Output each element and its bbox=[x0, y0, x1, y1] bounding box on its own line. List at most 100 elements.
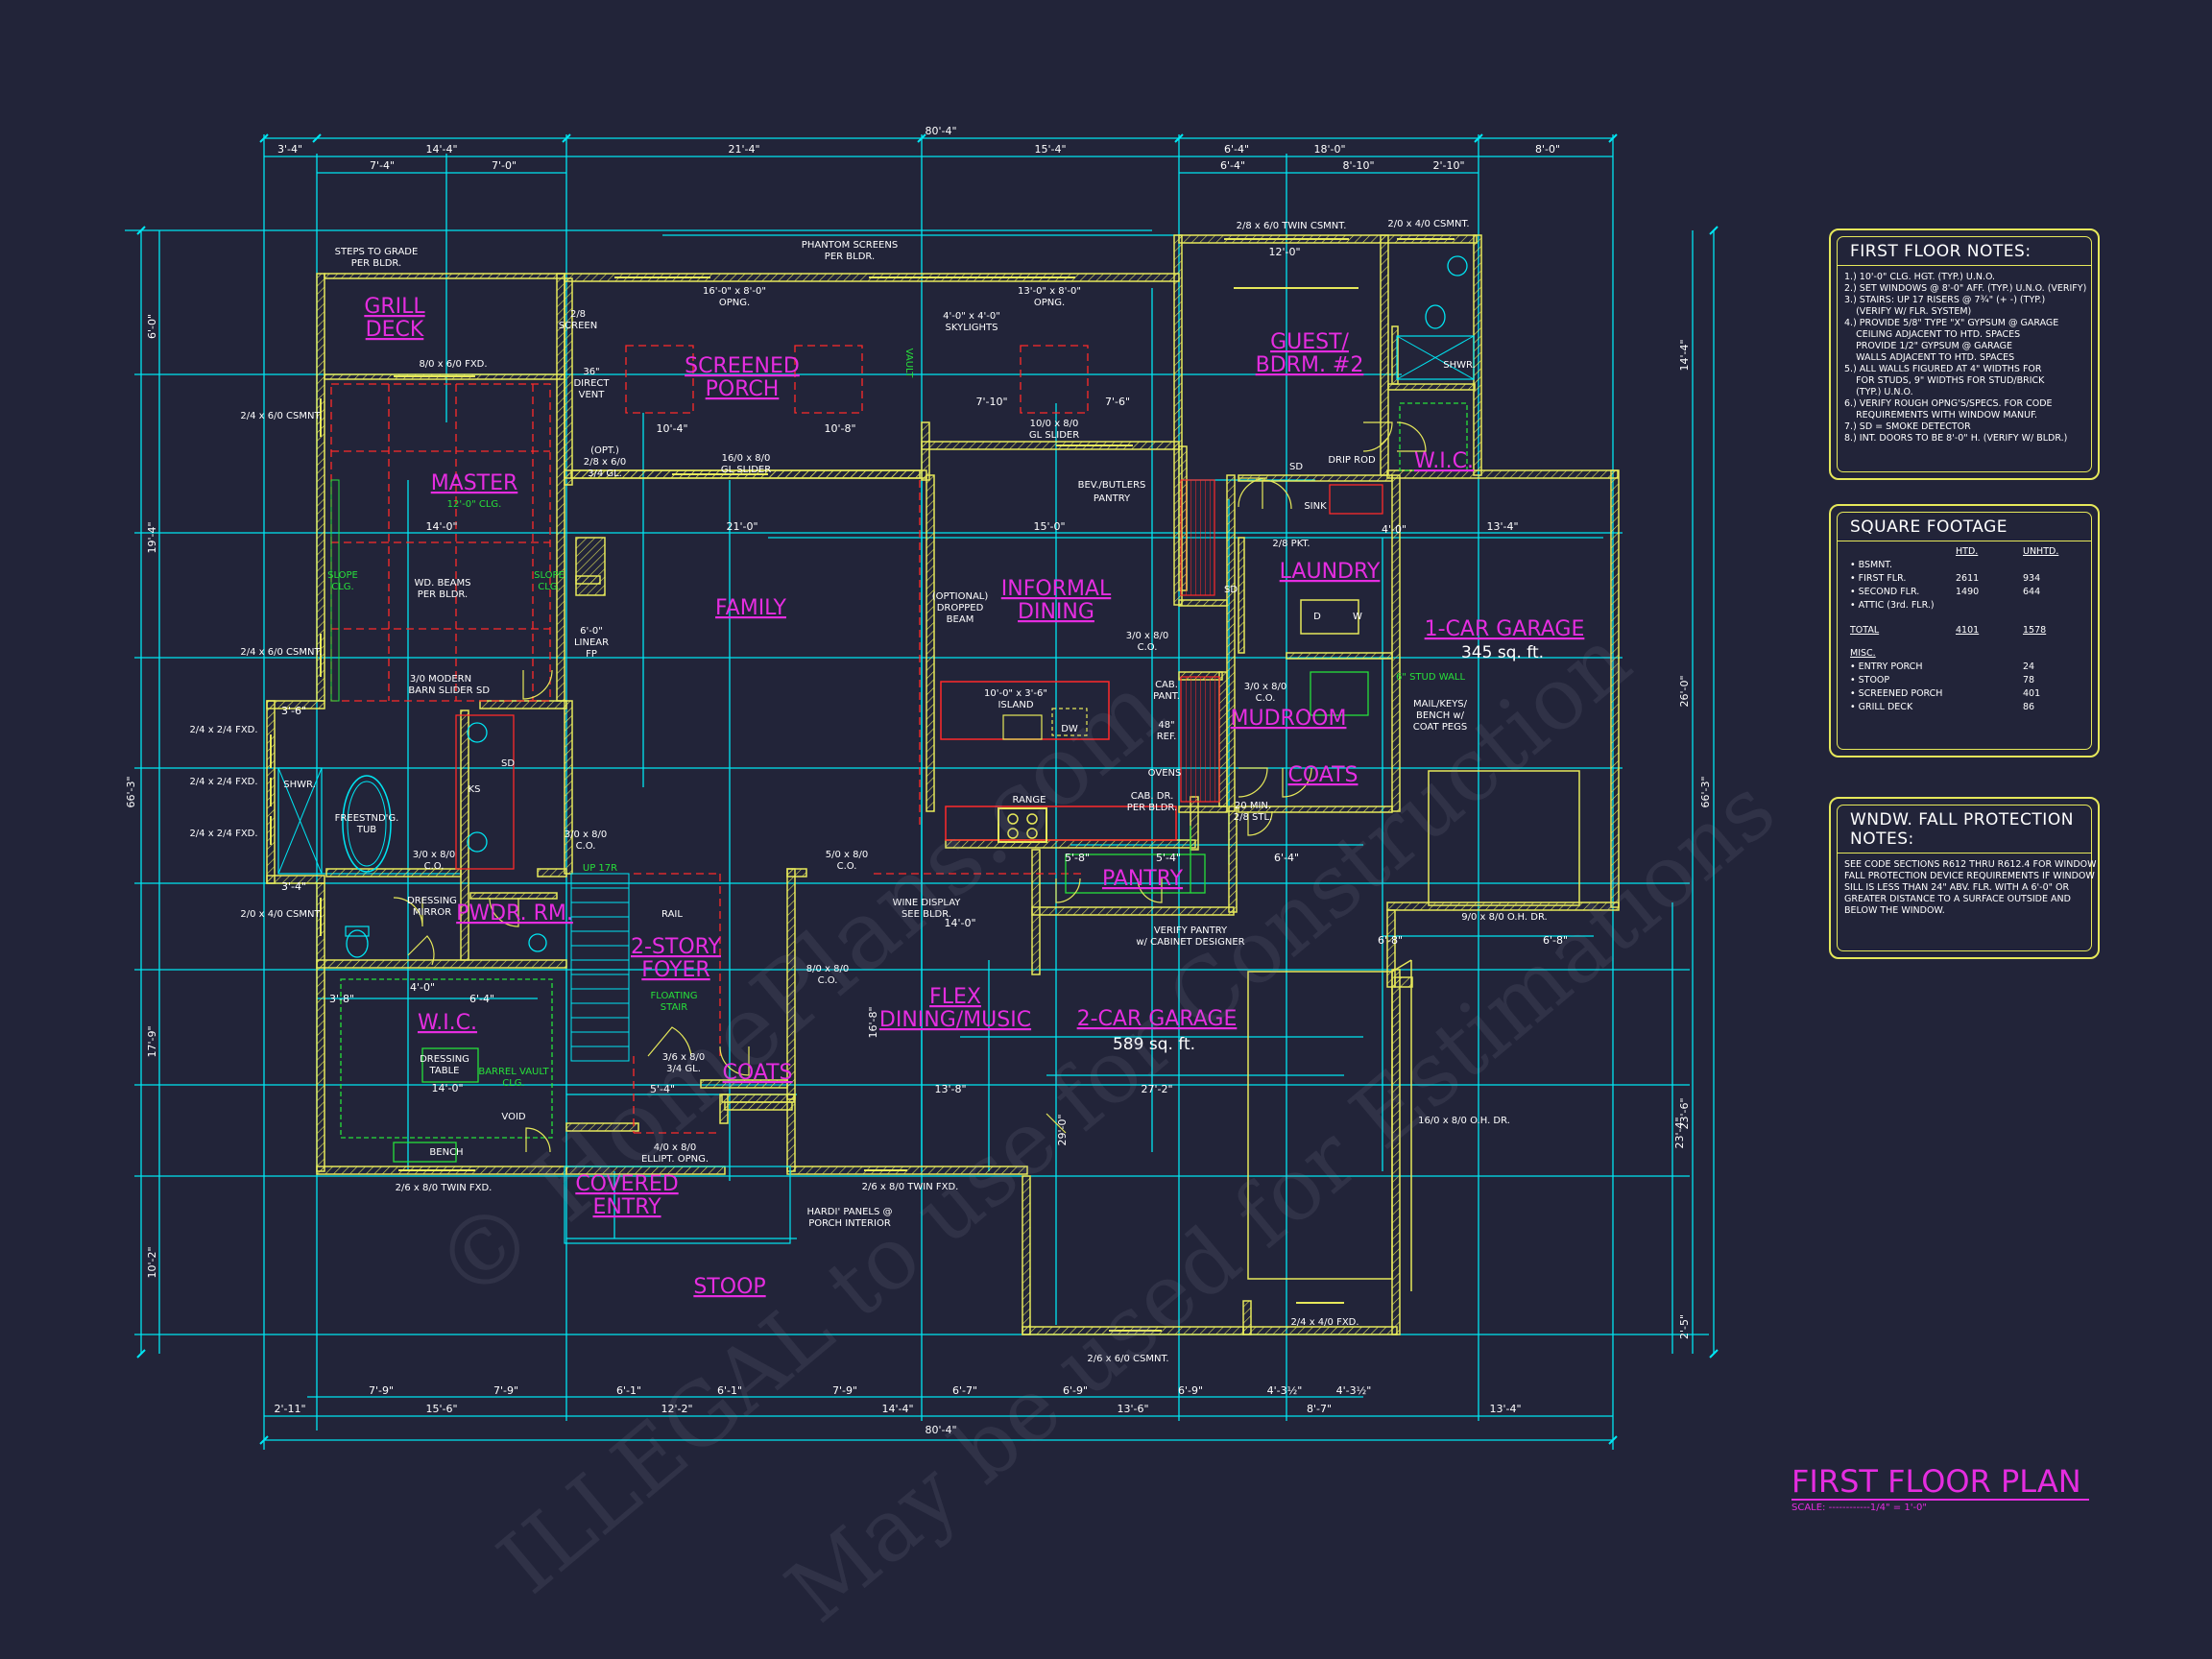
linear-fireplace-note-line-1: 6'-0" bbox=[580, 626, 603, 637]
sqft-misc-3-col-2 bbox=[1956, 687, 2023, 701]
sqft-row-3-col-3: 644 bbox=[2023, 587, 2041, 597]
cased-opening-flex-2-line-2: C.O. bbox=[818, 975, 838, 986]
window-fall-notes-title: WNDW. FALL PROTECTION NOTES: bbox=[1837, 805, 2092, 854]
room-informal-dining-line-2: DINING bbox=[1018, 600, 1094, 624]
sqft-row-1: • BSMNT. bbox=[1850, 559, 2079, 572]
dim-interior-4: 13'-4" bbox=[1486, 520, 1518, 533]
gl-slider-dining-line-2: GL SLIDER bbox=[1029, 430, 1079, 441]
direct-vent-note-line-1: 36" bbox=[583, 367, 599, 377]
sqft-row-1-col-1: • BSMNT. bbox=[1850, 560, 1893, 570]
floor-note-8: WALLS ADJACENT TO HTD. SPACES bbox=[1844, 352, 2015, 363]
fixed-bath-2: 2/4 x 2/4 FXD. bbox=[189, 777, 257, 787]
cased-opening-dining-line-1: 3/0 x 8/0 bbox=[1126, 631, 1168, 641]
dim-interior-8: 7'-10" bbox=[975, 396, 1007, 408]
dim-bottom-total: 80'-4" bbox=[925, 1424, 956, 1436]
room-guest-bedroom-line-1: GUEST/ bbox=[1270, 330, 1349, 354]
dim-interior-9: 7'-6" bbox=[1105, 396, 1130, 408]
dressing-mirror-label-line-1: DRESSING bbox=[407, 896, 457, 906]
gl-slider-family-line-2: GL SLIDER bbox=[721, 465, 771, 475]
kitchen-counters bbox=[945, 805, 1177, 841]
dim-top2-2: 7'-0" bbox=[492, 159, 517, 172]
dim-bottom-1: 2'-11" bbox=[274, 1403, 305, 1415]
room-master: MASTER bbox=[431, 471, 518, 495]
overhead-door-one-car: 9/0 x 8/0 O.H. DR. bbox=[1461, 912, 1547, 923]
mail-keys-bench-note-line-3: COAT PEGS bbox=[1413, 722, 1467, 733]
slope-ceiling-left-line-2: CLG. bbox=[331, 582, 353, 592]
sqft-header-col-2: HTD. bbox=[1956, 546, 1979, 557]
room-pantry: PANTRY bbox=[1102, 867, 1184, 891]
sqft-row-1-col-2 bbox=[1956, 559, 2023, 572]
dim-top-1: 3'-4" bbox=[277, 143, 302, 156]
room-master-wic: W.I.C. bbox=[418, 1011, 477, 1035]
dim-interior-22: 3'-8" bbox=[329, 993, 354, 1005]
sqft-misc-title-col-2 bbox=[1956, 647, 2023, 661]
pocket-door-note: 2/8 PKT. bbox=[1272, 539, 1310, 549]
bench-label: BENCH bbox=[429, 1147, 463, 1158]
dim-interior-24: 5'-4" bbox=[650, 1083, 675, 1095]
cased-opening-flex-line-1: 5/0 x 8/0 bbox=[826, 850, 868, 860]
cased-opening-bath-line-2: C.O. bbox=[424, 861, 445, 872]
opening-13-note-line-2: OPNG. bbox=[1034, 298, 1065, 308]
door-swings bbox=[393, 421, 1427, 1153]
sqft-header-col-3: UNHTD. bbox=[2023, 546, 2059, 557]
island-note-line-1: 10'-0" x 3'-6" bbox=[984, 688, 1047, 699]
floor-note-14: 7.) SD = SMOKE DETECTOR bbox=[1844, 421, 1971, 432]
twin-casement-top: 2/8 x 6/0 TWIN CSMNT. bbox=[1237, 221, 1347, 231]
fire-door-note-line-2: 2/8 STL. bbox=[1234, 812, 1272, 823]
sqft-row-4: • ATTIC (3rd. FLR.) bbox=[1850, 599, 2079, 613]
dim-left-3: 17'-9" bbox=[146, 1025, 158, 1057]
dim-right-1: 14'-4" bbox=[1678, 339, 1691, 371]
gl-slider-dining-line-1: 10/0 x 8/0 bbox=[1030, 419, 1079, 429]
window-note-3: SILL IS LESS THAN 24" ABV. FLR. WITH A 6… bbox=[1844, 882, 2070, 893]
window-note-4: GREATER DISTANCE TO A SURFACE OUTSIDE AN… bbox=[1844, 894, 2071, 904]
dim-interior-16: 6'-8" bbox=[1378, 934, 1403, 947]
dim-bottom-4: 14'-4" bbox=[881, 1403, 913, 1415]
verify-pantry-note-line-1: VERIFY PANTRY bbox=[1154, 926, 1228, 936]
dim-top2-4: 8'-10" bbox=[1342, 159, 1374, 172]
dim-bottom-6: 8'-7" bbox=[1307, 1403, 1332, 1415]
dim-left-1: 6'-0" bbox=[146, 314, 158, 339]
sqft-misc-2-col-3: 78 bbox=[2023, 675, 2035, 685]
steps-note-line-1: STEPS TO GRADE bbox=[335, 247, 419, 257]
ks-label: KS bbox=[469, 784, 481, 795]
room-informal-dining-line-1: INFORMAL bbox=[1001, 577, 1112, 601]
room-coats-foyer: COATS bbox=[722, 1061, 792, 1085]
dim-interior-2: 21'-0" bbox=[726, 520, 757, 533]
mail-keys-bench-note-line-2: BENCH w/ bbox=[1416, 710, 1465, 721]
stairs bbox=[570, 873, 630, 1062]
sqft-total-col-3: 1578 bbox=[2023, 625, 2047, 636]
vault-note: VAULT bbox=[903, 349, 914, 379]
drawing-scale: SCALE: ------------1/4" = 1'-0" bbox=[1791, 1503, 1928, 1513]
room-grill-deck-line-1: GRILL bbox=[364, 295, 425, 319]
dim-bottom2-5: 7'-9" bbox=[832, 1384, 857, 1397]
dim-right-total: 66'-3" bbox=[1699, 776, 1712, 807]
room-covered-entry-line-1: COVERED bbox=[575, 1172, 678, 1196]
wood-beams-note-line-1: WD. BEAMS bbox=[415, 578, 471, 589]
drawing-title: FIRST FLOOR PLAN bbox=[1791, 1464, 2089, 1501]
room-two-story-foyer-line-2: FOYER bbox=[641, 958, 709, 982]
floor-note-1: 1.) 10'-0" CLG. HGT. (TYP.) U.N.O. bbox=[1844, 272, 1996, 282]
room-flex-dining-music-line-2: DINING/MUSIC bbox=[879, 1008, 1031, 1032]
dim-left-2: 19'-4" bbox=[146, 521, 158, 553]
sqft-row-4-col-1: • ATTIC (3rd. FLR.) bbox=[1850, 600, 1935, 611]
casement-top-right: 2/0 x 4/0 CSMNT. bbox=[1387, 219, 1469, 229]
refrigerator-note-line-1: 48" bbox=[1158, 720, 1174, 731]
garage-doors bbox=[1247, 770, 1580, 1291]
barn-slider-note-line-2: BARN SLIDER bbox=[408, 685, 472, 696]
windows bbox=[270, 238, 1455, 1332]
floor-note-6: CEILING ADJACENT TO HTD. SPACES bbox=[1844, 329, 2021, 340]
dim-interior-26: 16'-8" bbox=[867, 1006, 879, 1038]
sqft-header: HTD. UNHTD. bbox=[1850, 545, 2079, 559]
sqft-row-1-col-3 bbox=[2023, 559, 2071, 572]
square-footage-panel: SQUARE FOOTAGE HTD.UNHTD.• BSMNT.• FIRST… bbox=[1829, 504, 2100, 757]
smoke-detector-guest: SD bbox=[1289, 462, 1303, 472]
wood-beams-note-line-2: PER BLDR. bbox=[418, 589, 468, 600]
dim-interior-1: 14'-0" bbox=[425, 520, 457, 533]
room-two-car-garage: 2-CAR GARAGE bbox=[1077, 1007, 1238, 1031]
dim-interior-20: 3'-6" bbox=[281, 705, 306, 717]
